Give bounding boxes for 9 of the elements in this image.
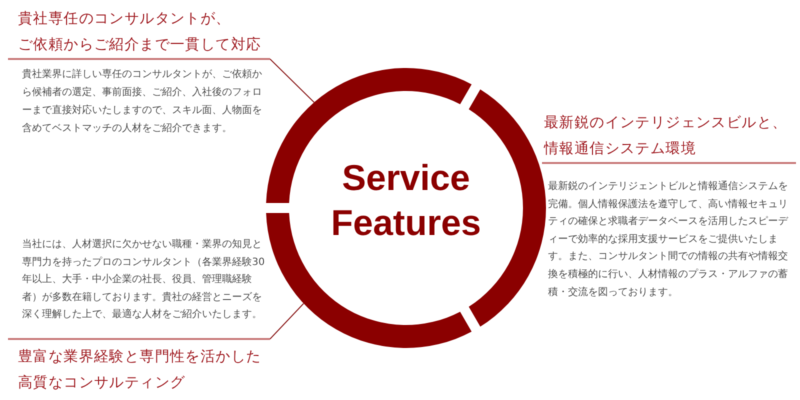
- leader-line: [270, 302, 304, 340]
- feature-heading: 豊富な業界経験と専門性を活かした高質なコンサルティング: [8, 338, 270, 396]
- feature-heading: 最新鋭のインテリジェンスビルと、情報通信システム環境: [542, 110, 796, 164]
- feature-heading: 貴社専任のコンサルタントが、ご依頼からご紹介まで一貫して対応: [8, 6, 270, 60]
- feature-description: 貴社業界に詳しい専任のコンサルタントが、ご依頼から候補者の選定、事前面接、ご紹介、入社後のフォローまで直接対応いたしますので、スキル面、人物面を含めてベストマッチの人材をご紹介できます。: [21, 68, 263, 136]
- feature-description: 最新鋭のインテリジェントビルと情報通信システムを完備。個人情報保護法を遵守して、高い情報セキュリティの確保と求職者データベースを活用したスピーディーで効率的な採用支援サービスをご提供いたします。また、コンサルタント間での情報の共有や情報交換を積極的に行い、人材情報のプラス・アルファの蓄積・交流を図っております。: [547, 180, 790, 300]
- leader-line: [270, 58, 315, 103]
- feature-description: 当社には、人材選択に欠かせない職種・業界の知見と専門力を持ったプロのコンサルタント（各業界経験30年以上、大手・中小企業の社長、役員、管理職経験者）が多数在籍しております。貴社の経営とニーズを深く理解した上で、最適な人材をご紹介いたします。: [21, 238, 266, 322]
- center-title: Service Features: [330, 156, 482, 245]
